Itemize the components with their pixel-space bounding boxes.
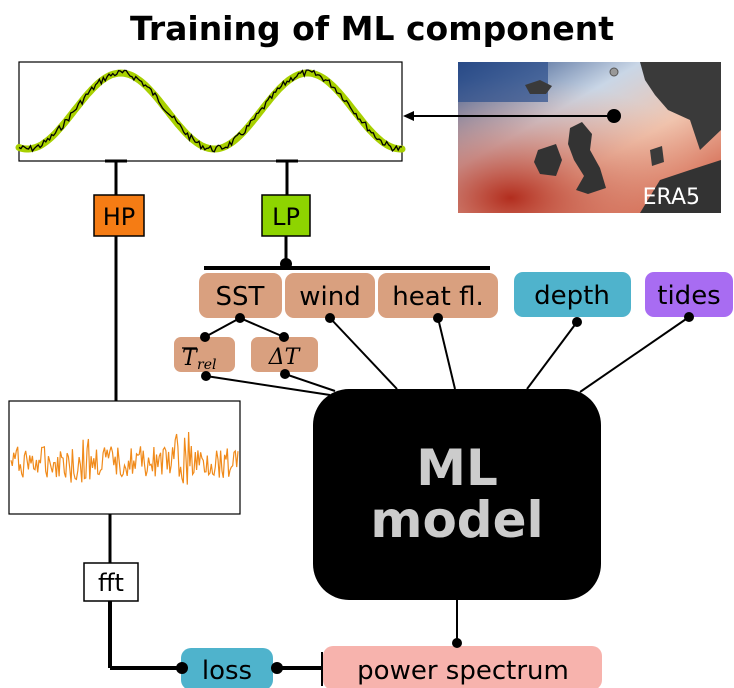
era5-map: ERA5 xyxy=(458,62,721,213)
tides-box xyxy=(645,272,733,317)
era5-label: ERA5 xyxy=(643,185,700,210)
loss-in-dot xyxy=(176,662,188,674)
timeseries-panel xyxy=(18,61,403,162)
highpass-signal-curve xyxy=(10,431,239,485)
loss-box xyxy=(181,648,273,688)
power-spectrum-box xyxy=(323,646,602,688)
spectrum-in-dot xyxy=(452,638,462,648)
hp-filter-label: HP xyxy=(103,203,136,231)
heatflux-to-model-edge xyxy=(437,317,456,390)
sst-to-trel-edge xyxy=(204,317,241,338)
ml-model-box xyxy=(313,389,601,600)
heat-flux-box xyxy=(378,273,498,318)
depth-to-model-edge xyxy=(526,321,578,390)
diagram-title: Training of ML component xyxy=(130,9,614,48)
ml-model-label-line2: model xyxy=(370,491,543,549)
sst-label: SST xyxy=(216,282,265,312)
wind-out-dot xyxy=(325,313,335,323)
tides-out-dot xyxy=(684,312,694,322)
depth-box xyxy=(514,272,631,317)
delta-t-box xyxy=(251,337,318,372)
lp-filter-label: LP xyxy=(272,203,300,231)
wind-box xyxy=(285,273,375,318)
raw-signal-curve xyxy=(18,69,403,153)
loss-in-dot-right xyxy=(271,662,283,674)
depth-out-dot xyxy=(572,317,582,327)
t-rel-box xyxy=(174,337,235,372)
deltat-out-dot xyxy=(280,369,290,379)
trel-in-dot xyxy=(200,332,210,342)
fft-label: fft xyxy=(98,569,124,597)
trel-out-dot xyxy=(201,371,211,381)
arrow-head-icon xyxy=(403,111,414,121)
loss-label: loss xyxy=(202,656,252,686)
heatflux-out-dot xyxy=(433,313,443,323)
depth-label: depth xyxy=(534,281,610,311)
wind-to-model-edge xyxy=(329,317,398,390)
trel-to-model-edge xyxy=(205,375,331,396)
hp-filter-box xyxy=(93,194,145,237)
map-point-dot xyxy=(607,109,621,123)
tides-label: tides xyxy=(657,281,720,311)
highpass-panel xyxy=(8,400,241,515)
delta-t-label: ΔT xyxy=(268,345,302,370)
heat-flux-label: heat fl. xyxy=(392,282,484,312)
wind-label: wind xyxy=(299,282,360,312)
deltat-to-model-edge xyxy=(284,373,336,392)
tides-to-model-edge xyxy=(579,316,690,393)
sst-to-deltat-edge xyxy=(239,317,285,338)
power-spectrum-label: power spectrum xyxy=(357,656,569,686)
deltat-in-dot xyxy=(279,332,289,342)
fft-box xyxy=(83,562,139,602)
ml-model-label-line1: ML xyxy=(416,439,498,497)
sst-box xyxy=(199,273,282,318)
t-rel-sub-label: rel xyxy=(197,357,216,373)
t-rel-main-label: T xyxy=(182,346,199,371)
